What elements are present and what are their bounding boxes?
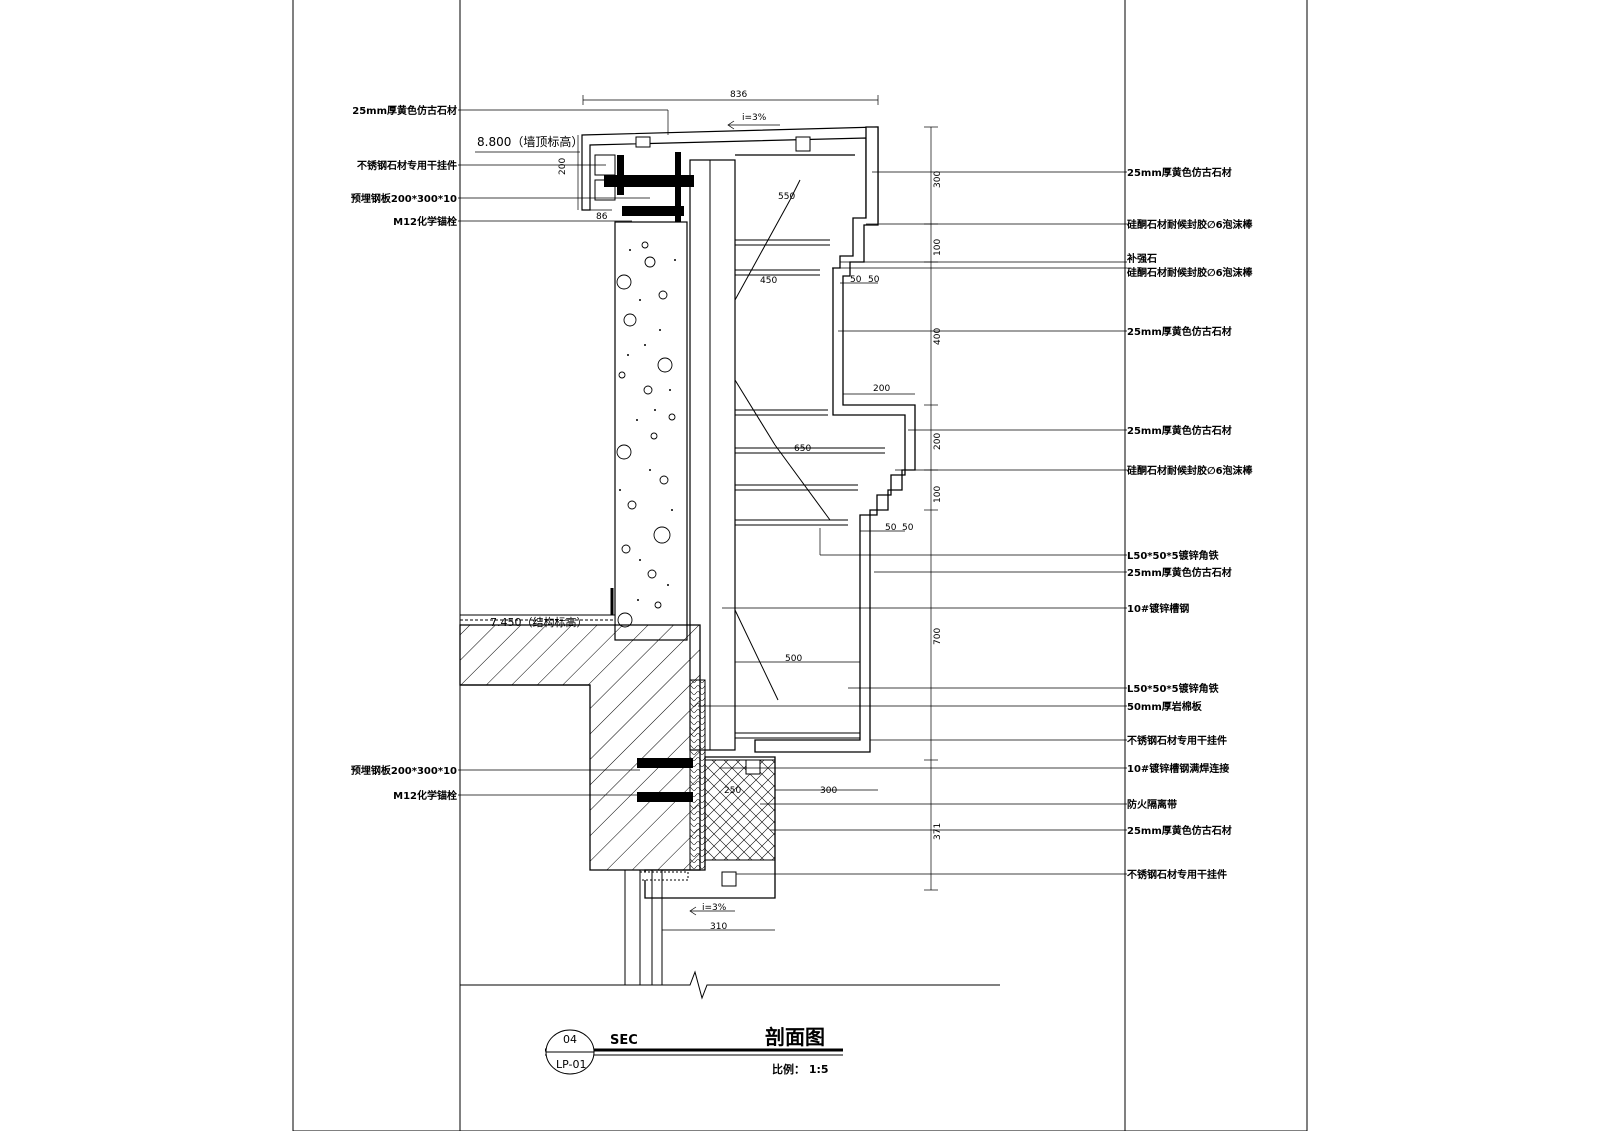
- callout-right-3: 补强石: [1126, 252, 1157, 265]
- callout-right-1: 25mm厚黄色仿古石材: [1127, 166, 1232, 179]
- dim-300h: 300: [820, 786, 837, 796]
- title-block-text: 04 LP-01 SEC 剖面图 比例： 1:5: [556, 1025, 829, 1076]
- callout-right-11: L50*50*5镀锌角铁: [1127, 682, 1219, 695]
- callout-right-8: L50*50*5镀锌角铁: [1127, 549, 1219, 562]
- dim-200: 200: [558, 158, 568, 175]
- slope-arrows: [689, 120, 780, 916]
- callout-right-14: 10#镀锌槽钢满焊连接: [1127, 762, 1229, 775]
- dim-v300: 300: [933, 171, 943, 188]
- leaders-right: [698, 171, 1127, 875]
- dim-500: 500: [785, 654, 802, 664]
- soffit-detail: [624, 679, 776, 985]
- callout-right-15: 防火隔离带: [1127, 798, 1177, 811]
- callout-right-4: 硅酮石材耐候封胶∅6泡沫棒: [1127, 266, 1254, 279]
- dim-v200: 200: [933, 433, 943, 450]
- detail-number: 04: [563, 1033, 577, 1046]
- concrete-wall: [614, 221, 688, 641]
- sheet-number: LP-01: [556, 1058, 587, 1071]
- scale-label: 比例： 1:5: [772, 1062, 829, 1076]
- title-block: [545, 1029, 843, 1075]
- dim-50a: 50: [850, 275, 862, 285]
- dim-v100b: 100: [933, 486, 943, 503]
- sheet-frame: [292, 0, 1308, 1131]
- callout-right-10: 10#镀锌槽钢: [1127, 602, 1189, 615]
- callout-left-6: M12化学锚栓: [393, 789, 457, 802]
- dim-50d: 50: [902, 523, 914, 533]
- dim-450: 450: [760, 276, 777, 286]
- callout-right-16: 25mm厚黄色仿古石材: [1127, 824, 1232, 837]
- callout-right-17: 不锈钢石材专用干挂件: [1127, 868, 1227, 881]
- callout-left-2: 不锈钢石材专用干挂件: [357, 159, 457, 172]
- callout-text-left: 25mm厚黄色仿古石材 不锈钢石材专用干挂件 预埋钢板200*300*10 M1…: [351, 104, 457, 802]
- level-marks: 8.800（墙顶标高） 7.450（结构标高） i=3% i=3%: [475, 113, 767, 913]
- callout-left-1: 25mm厚黄色仿古石材: [352, 104, 457, 117]
- dim-86: 86: [596, 212, 608, 222]
- callout-right-12: 50mm厚岩棉板: [1127, 700, 1203, 713]
- dim-250: 250: [724, 786, 741, 796]
- callout-left-3: 预埋钢板200*300*10: [351, 192, 457, 205]
- section-code: SEC: [610, 1033, 638, 1048]
- callout-right-7: 硅酮石材耐候封胶∅6泡沫棒: [1127, 464, 1254, 477]
- slope-bottom: i=3%: [702, 903, 727, 913]
- level-floor: 7.450（结构标高）: [490, 615, 588, 629]
- level-top: 8.800（墙顶标高）: [477, 134, 583, 149]
- dim-50c: 50: [885, 523, 897, 533]
- steel-frame: [689, 154, 885, 751]
- callout-right-5: 25mm厚黄色仿古石材: [1127, 325, 1232, 338]
- dim-200h: 200: [873, 384, 890, 394]
- leaders-left: [458, 109, 669, 796]
- dim-v371: 371: [933, 823, 943, 840]
- dimension-lines: [577, 95, 938, 931]
- floor-slab: [459, 588, 701, 871]
- drawing-title: 剖面图: [765, 1025, 825, 1049]
- dim-50b: 50: [868, 275, 880, 285]
- dimension-text: 836 200 86 550 450 50 50 200 650 50 50 5…: [558, 90, 943, 932]
- callout-right-2: 硅酮石材耐候封胶∅6泡沫棒: [1127, 218, 1254, 231]
- parapet-cap: [581, 126, 879, 223]
- callout-right-9: 25mm厚黄色仿古石材: [1127, 566, 1232, 579]
- dim-650: 650: [794, 444, 811, 454]
- callout-right-6: 25mm厚黄色仿古石材: [1127, 424, 1232, 437]
- dim-v400: 400: [933, 328, 943, 345]
- callout-right-13: 不锈钢石材专用干挂件: [1127, 734, 1227, 747]
- callout-left-4: M12化学锚栓: [393, 215, 457, 228]
- dim-v100a: 100: [933, 239, 943, 256]
- dim-550: 550: [778, 192, 795, 202]
- dim-310: 310: [710, 922, 727, 932]
- dim-836: 836: [730, 90, 747, 100]
- callout-left-5: 预埋钢板200*300*10: [351, 764, 457, 777]
- slope-top: i=3%: [742, 113, 767, 123]
- callout-text-right: 25mm厚黄色仿古石材 硅酮石材耐候封胶∅6泡沫棒 补强石 硅酮石材耐候封胶∅6…: [1126, 166, 1254, 881]
- dim-v700: 700: [933, 628, 943, 645]
